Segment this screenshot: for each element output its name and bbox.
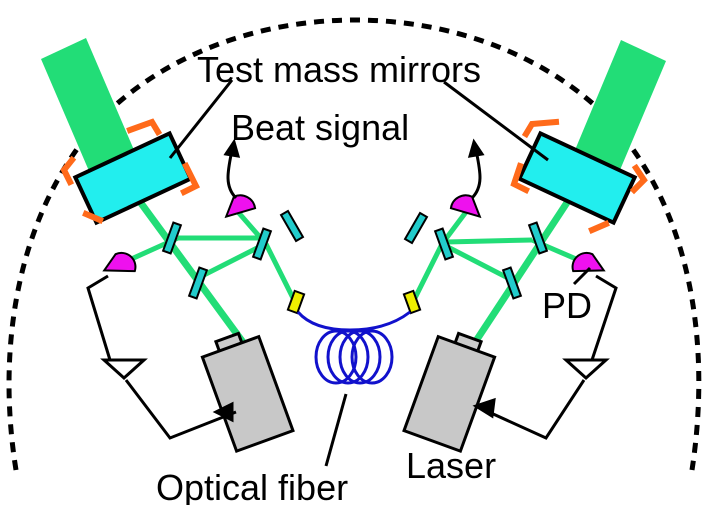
right-interferometer [402,40,666,454]
right-fiber-coupler [402,289,422,315]
right-main-beam [575,40,666,170]
label-laser: Laser [406,445,496,486]
label-test-mass-mirrors: Test mass mirrors [197,49,481,90]
right-beat-signal-arrow [467,138,485,200]
leader-lines [168,79,592,467]
left-mirror-clamps [60,118,201,224]
right-photodiode-upper [449,194,482,219]
right-beamsplitter-3 [433,227,455,261]
left-beamsplitter-4 [279,209,305,243]
left-beamsplitter-2 [187,266,209,300]
right-beamsplitter-4 [403,211,429,245]
right-laser [402,331,497,454]
left-feedback-loop [86,274,237,440]
left-main-beam [41,38,134,171]
left-beat-signal-arrow [223,138,241,200]
label-optical-fiber: Optical fiber [156,467,348,505]
left-beamsplitter-3 [251,227,273,261]
left-photodiode-lower [102,251,137,273]
right-mirror-clamps [510,118,648,234]
right-beam-paths [409,193,591,352]
left-test-mass-mirror [72,130,194,226]
vacuum-enclosure-arc [6,17,702,471]
label-beat-signal: Beat signal [231,107,409,148]
optical-fiber-coil [296,310,411,385]
right-feedback-loop [472,274,618,440]
right-photodiode-lower [571,251,606,273]
right-beamsplitter-1 [527,221,549,255]
left-interferometer [41,38,306,454]
left-fiber-coupler [286,289,306,315]
left-beamsplitter-1 [161,221,183,255]
left-laser [200,331,295,454]
label-pd: PD [542,285,592,326]
right-beamsplitter-2 [501,266,523,300]
right-test-mass-mirror [516,130,638,226]
